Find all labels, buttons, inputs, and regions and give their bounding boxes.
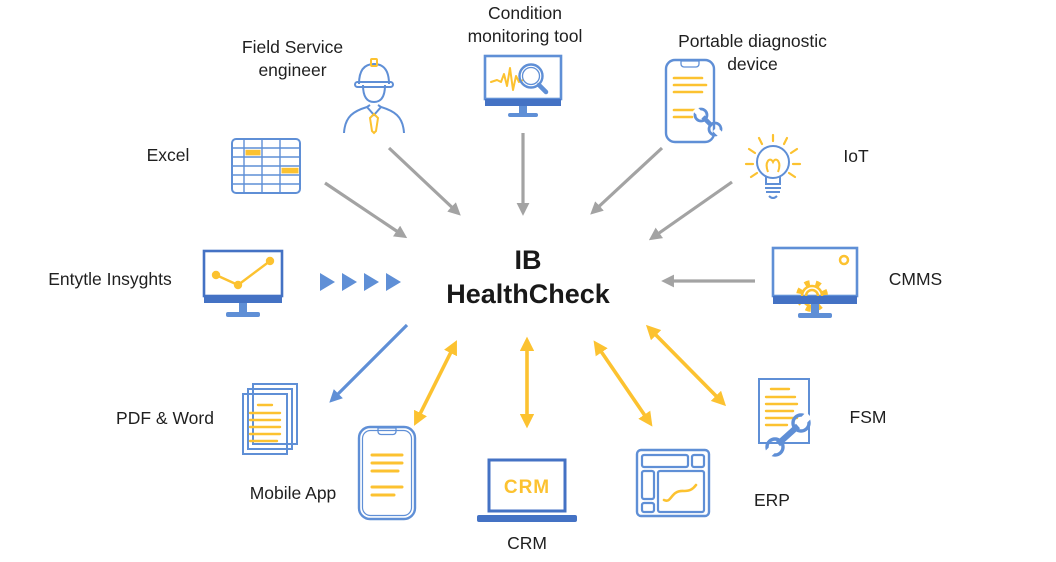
iot-label: IoT [843,146,869,166]
arrow-center-mobile-app [414,340,457,426]
engineer-icon [343,58,405,135]
center-title-line2: HealthCheck [446,279,610,309]
field-service-engineer-label: Field Service engineer [241,37,344,80]
arrow-excel-to-center [324,181,408,239]
laptop-crm-icon: CRM [477,458,577,522]
smartphone-icon [357,425,417,521]
arrow-iot-to-center [648,180,733,241]
arrow-center-erp [593,340,653,427]
crm-screen-text: CRM [504,477,550,498]
fsm-label: FSM [849,407,887,427]
monitor-waveform-magnifier-icon [483,54,563,117]
lightbulb-icon [744,133,802,199]
dashboard-window-icon [635,448,711,518]
center-title: IB HealthCheck [418,243,638,311]
lightbulb-rays [744,133,802,179]
erp-label: ERP [754,490,790,510]
arrow-center-to-pdf-word [329,323,409,403]
arrow-center-fsm [645,324,727,407]
arrow-engineer-to-center [387,146,461,216]
document-text-lines [764,387,799,427]
arrow-portable-to-center [590,146,664,215]
mobile-app-label: Mobile App [249,483,337,503]
document-wrench-icon [758,378,812,458]
cmms-label: CMMS [888,269,943,289]
monitor-linechart-icon [202,249,284,317]
stacked-documents-icon [242,383,298,455]
center-title-line1: IB [514,245,542,275]
excel-label: Excel [146,145,190,165]
condition-monitoring-tool-label: Condition monitoring tool [467,3,583,46]
flow-triangles-icon [320,273,401,291]
phone-wrench-icon [664,58,724,144]
pdf-word-label: PDF & Word [116,408,214,428]
document-text-lines [248,403,282,443]
crm-label: CRM [507,533,547,553]
portable-diagnostic-device-label: Portable diagnostic device [678,31,827,74]
entytle-insyghts-label: Entytle Insyghts [48,269,172,289]
spreadsheet-icon [231,138,301,194]
phone-text-lines [370,453,404,497]
monitor-gear-icon [771,246,859,318]
